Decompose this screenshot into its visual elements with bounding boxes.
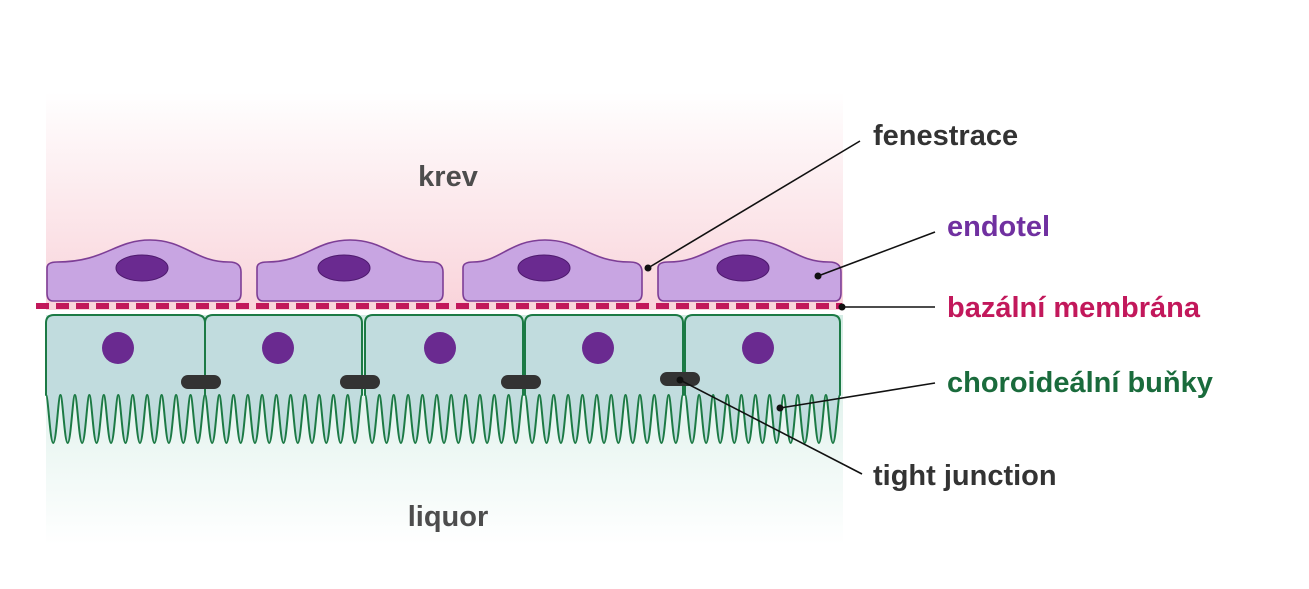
choroid-nucleus <box>102 332 134 364</box>
choroid-cells-label: choroideální buňky <box>947 367 1213 399</box>
endothelial-nucleus <box>716 254 770 282</box>
endothelial-nucleus <box>517 254 571 282</box>
leader-dot-membrane <box>838 303 846 311</box>
leader-tight-junction <box>679 379 863 475</box>
choroid-nucleus <box>424 332 456 364</box>
choroid-cell <box>364 314 524 444</box>
leader-dot-endotel <box>814 272 822 280</box>
csf-label: liquor <box>408 501 489 533</box>
tight-junction-layer <box>181 372 700 389</box>
choroid-cell-layer <box>45 314 841 444</box>
endothelial-nucleus <box>115 254 169 282</box>
basement-membrane-label: bazální membrána <box>947 292 1201 324</box>
endothelium-label: endotel <box>947 211 1050 243</box>
leader-choroid <box>779 382 936 409</box>
choroid-nucleus <box>582 332 614 364</box>
leader-dot-choroid <box>776 404 784 412</box>
leader-endotel <box>817 231 936 277</box>
tight-junction <box>181 375 221 389</box>
choroid-cell <box>524 314 684 444</box>
choroid-nucleus <box>262 332 294 364</box>
choroid-cell <box>45 314 206 444</box>
tight-junction <box>340 375 380 389</box>
tight-junction <box>501 375 541 389</box>
fenestration-label: fenestrace <box>873 120 1018 152</box>
leader-dot-tight-junction <box>676 376 684 384</box>
tight-junction-label: tight junction <box>873 460 1057 492</box>
choroid-cell <box>204 314 363 444</box>
leader-fenestrace <box>647 140 861 269</box>
choroid-nucleus <box>742 332 774 364</box>
leader-dot-fenestrace <box>644 264 652 272</box>
endothelial-nucleus <box>317 254 371 282</box>
blood-label: krev <box>418 161 478 193</box>
endothelial-layer <box>46 239 842 302</box>
